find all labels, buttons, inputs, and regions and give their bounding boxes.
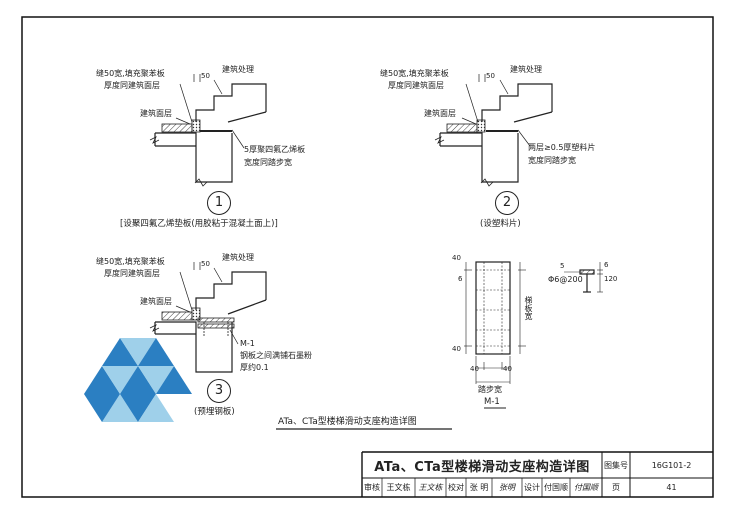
checker-signature: 张明 (499, 483, 515, 492)
detail2-layer-label: 建筑面层 (424, 109, 456, 118)
page-label: 页 (612, 483, 620, 492)
m1-name: M-1 (484, 397, 500, 407)
m1-dim-40-bottom-left: 40 (470, 365, 479, 373)
m1-section-dim-5: 5 (560, 262, 565, 270)
detail3-layer-label: 建筑面层 (140, 297, 172, 306)
m1-dim-40-bottom-right: 40 (503, 365, 512, 373)
m1-dim-40-top: 40 (452, 254, 461, 262)
atlas-no-label: 图集号 (604, 460, 628, 470)
m1-dim-40-left: 40 (452, 345, 461, 353)
detail3-dim-50: 50 (201, 260, 210, 268)
detail2-thickness-label: 厚度同建筑面层 (388, 81, 444, 90)
m1-dim-6: 6 (458, 275, 463, 283)
detail1-caption: [设聚四氟乙烯垫板(用胶粘于混凝土面上)] (120, 219, 278, 229)
drawing-subtitle: ATa、CTa型楼梯滑动支座构造详图 (278, 417, 417, 427)
m1-plate-section (564, 262, 603, 293)
detail3-thickness-label: 厚度同建筑面层 (104, 269, 160, 278)
detail3-grease-thickness: 厚约0.1 (240, 363, 269, 372)
detail-1-drawing (149, 74, 267, 187)
detail1-dim-50: 50 (201, 72, 210, 80)
atlas-no-value: 16G101-2 (651, 460, 692, 470)
check-label: 校对 (448, 483, 464, 492)
detail2-caption: (设塑料片) (480, 219, 521, 229)
detail2-joint-label: 缝50宽,填充聚苯板 (380, 69, 449, 78)
detail-3-drawing (149, 262, 267, 373)
title-block-lines (361, 451, 713, 497)
detail3-m1-label: M-1 (240, 339, 255, 348)
detail2-arch-label: 建筑处理 (510, 65, 542, 74)
title-block-title: ATa、CTa型楼梯滑动支座构造详图 (374, 459, 590, 475)
detail2-film-width-label: 宽度同踏步宽 (528, 156, 576, 165)
designer-signature: 付国顺 (574, 483, 598, 492)
detail1-number-circle: 1 (207, 191, 231, 215)
reviewer-signature: 王文栋 (418, 483, 443, 492)
m1-bar-spec: Φ6@200 (548, 275, 583, 284)
designer-name: 付国顺 (544, 483, 568, 492)
design-label: 设计 (524, 483, 540, 492)
detail1-joint-label: 缝50宽,填充聚苯板 (96, 69, 165, 78)
reviewer-name: 王文栋 (386, 483, 411, 492)
m1-stair-width-label: 梯板宽 (524, 296, 533, 320)
triangle-logo-watermark (84, 338, 192, 422)
detail1-pad-label: 5厚聚四氟乙烯板 (244, 145, 306, 154)
detail3-joint-label: 缝50宽,填充聚苯板 (96, 257, 165, 266)
m1-step-width-label: 踏步宽 (478, 385, 502, 394)
detail1-layer-label: 建筑面层 (140, 109, 172, 118)
m1-plate-plan (464, 261, 526, 409)
detail3-grease-label: 钢板之间满铺石墨粉 (240, 351, 312, 360)
m1-section-dim-6: 6 (604, 261, 609, 269)
checker-name: 张 明 (469, 483, 489, 492)
sheet-frame (21, 16, 714, 498)
detail3-number-circle: 3 (207, 379, 231, 403)
detail1-arch-label: 建筑处理 (222, 65, 254, 74)
detail-2-drawing (434, 74, 553, 187)
detail3-caption: (预埋钢板) (194, 407, 235, 417)
page-number: 41 (666, 483, 677, 492)
detail1-pad-width-label: 宽度同踏步宽 (244, 158, 292, 167)
detail2-dim-50: 50 (486, 72, 495, 80)
detail2-film-label: 两层≥0.5厚塑料片 (528, 143, 596, 152)
detail1-thickness-label: 厚度同建筑面层 (104, 81, 160, 90)
detail3-arch-label: 建筑处理 (222, 253, 254, 262)
detail2-number-circle: 2 (495, 191, 519, 215)
review-label: 审核 (364, 483, 380, 492)
m1-section-dim-120: 120 (604, 275, 618, 283)
